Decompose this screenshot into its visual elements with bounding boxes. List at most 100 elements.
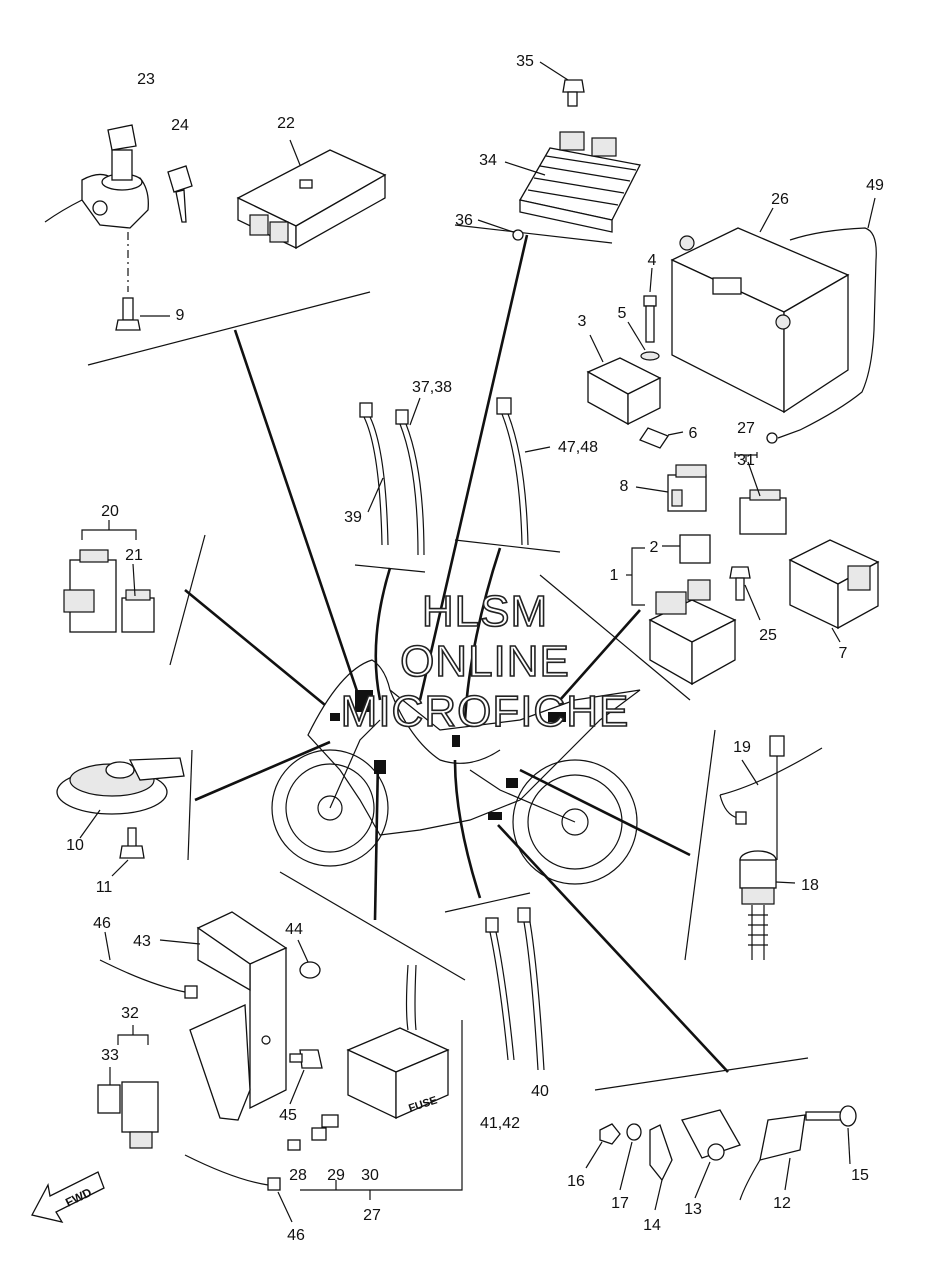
part-band-47-48[interactable] [496, 397, 551, 546]
callout-32[interactable]: 32 [121, 1005, 139, 1022]
callout-10[interactable]: 10 [66, 837, 84, 854]
callout-9[interactable]: 9 [176, 307, 185, 324]
part-fuse-box[interactable]: FUSE [346, 964, 450, 1120]
callout-12[interactable]: 12 [773, 1195, 791, 1212]
part-relay-unit-20[interactable] [63, 520, 137, 633]
callout-3738[interactable]: 37,38 [412, 379, 452, 396]
part-fuse-30[interactable] [321, 1114, 339, 1128]
callout-39[interactable]: 39 [344, 509, 362, 526]
part-band-40[interactable] [517, 907, 545, 1071]
callout-36[interactable]: 36 [455, 212, 473, 229]
part-lever-12[interactable] [739, 1114, 806, 1201]
callout-31[interactable]: 31 [737, 452, 755, 469]
part-bracket-6[interactable] [639, 427, 684, 449]
bracket-27-31 [734, 452, 758, 462]
part-relay-8[interactable] [635, 464, 707, 512]
part-battery[interactable] [670, 207, 850, 414]
callout-34[interactable]: 34 [479, 152, 497, 169]
part-band-41-42[interactable] [485, 917, 515, 1061]
callout-16[interactable]: 16 [567, 1173, 585, 1190]
part-bolt-35[interactable] [539, 61, 585, 107]
part-battery-cable[interactable] [766, 197, 877, 444]
callout-11[interactable]: 11 [96, 879, 113, 896]
callout-4[interactable]: 4 [648, 252, 657, 269]
part-bolt-45[interactable] [289, 1049, 323, 1105]
callout-14[interactable]: 14 [643, 1217, 661, 1234]
part-band-46-bottom[interactable] [184, 1154, 293, 1223]
part-flasher-7[interactable] [788, 539, 880, 643]
callout-44[interactable]: 44 [285, 921, 303, 938]
callout-21[interactable]: 21 [125, 547, 143, 564]
callout-23[interactable]: 23 [137, 71, 155, 88]
part-nut-36[interactable] [477, 219, 524, 241]
callout-13[interactable]: 13 [684, 1201, 702, 1218]
callout-5[interactable]: 5 [618, 305, 627, 322]
part-fuse-29[interactable] [311, 1127, 327, 1141]
callout-28[interactable]: 28 [289, 1167, 307, 1184]
callout-35[interactable]: 35 [516, 53, 534, 70]
callout-1[interactable]: 1 [610, 567, 619, 584]
callout-6[interactable]: 6 [689, 425, 698, 442]
part-relay-3[interactable] [586, 334, 662, 426]
part-fuse-2[interactable] [662, 534, 711, 564]
callout-46a[interactable]: 46 [93, 915, 111, 932]
callout-30[interactable]: 30 [361, 1167, 379, 1184]
part-lead-19[interactable] [719, 735, 823, 860]
part-nut-16[interactable] [585, 1123, 621, 1169]
part-bracket-13[interactable] [681, 1109, 741, 1199]
callout-7[interactable]: 7 [839, 645, 848, 662]
part-band-39[interactable] [359, 402, 389, 546]
callout-17[interactable]: 17 [611, 1195, 629, 1212]
callout-3[interactable]: 3 [578, 313, 587, 330]
callout-45[interactable]: 45 [279, 1107, 297, 1124]
callout-4748[interactable]: 47,48 [558, 439, 598, 456]
callout-33[interactable]: 33 [101, 1047, 119, 1064]
callout-19[interactable]: 19 [733, 739, 751, 756]
part-relay-21[interactable] [121, 563, 155, 633]
callout-43[interactable]: 43 [133, 933, 151, 950]
watermark-line-1: HLSM [422, 587, 548, 636]
callout-8[interactable]: 8 [620, 478, 629, 495]
part-washer-5[interactable] [627, 321, 660, 361]
callout-49[interactable]: 49 [866, 177, 884, 194]
callout-4142[interactable]: 41,42 [480, 1115, 520, 1132]
callout-18[interactable]: 18 [801, 877, 819, 894]
part-ecu[interactable] [236, 139, 387, 250]
callout-20[interactable]: 20 [101, 503, 119, 520]
part-screw-25[interactable] [729, 566, 761, 621]
callout-15[interactable]: 15 [851, 1167, 869, 1184]
part-horn[interactable] [56, 757, 185, 839]
part-bolt-11[interactable] [111, 827, 145, 877]
part-plate-14[interactable] [649, 1124, 673, 1211]
part-key[interactable] [167, 165, 193, 223]
callout-26[interactable]: 26 [771, 191, 789, 208]
callout-22[interactable]: 22 [277, 115, 295, 132]
part-starter-relay-1[interactable] [626, 547, 737, 686]
part-connector-33[interactable] [97, 1067, 121, 1114]
part-rectifier-regulator[interactable] [504, 131, 641, 233]
watermark: HLSM ONLINE MICROFICHE [340, 586, 629, 737]
callout-27b[interactable]: 27 [363, 1207, 381, 1224]
part-ignition-switch[interactable] [44, 124, 149, 292]
part-relay-31[interactable] [739, 461, 787, 535]
part-fuse-28[interactable] [287, 1139, 301, 1151]
callout-40[interactable]: 40 [531, 1083, 549, 1100]
callout-27a[interactable]: 27 [737, 420, 755, 437]
part-band-46-top[interactable] [99, 931, 198, 999]
part-neutral-switch-18[interactable] [739, 850, 796, 960]
part-band-37-38[interactable] [395, 397, 425, 556]
callout-24[interactable]: 24 [171, 117, 189, 134]
callout-29[interactable]: 29 [327, 1167, 345, 1184]
part-relay-32[interactable] [117, 1025, 159, 1149]
callout-2[interactable]: 2 [650, 539, 659, 556]
divider-horn-group [187, 749, 193, 861]
part-collar-17[interactable] [619, 1123, 642, 1191]
part-grommet-44[interactable] [297, 939, 321, 979]
part-bracket-43[interactable] [159, 911, 288, 1121]
part-bolt-9[interactable] [115, 297, 170, 331]
callout-25[interactable]: 25 [759, 627, 777, 644]
part-bolt-15[interactable] [805, 1105, 857, 1165]
callout-46b[interactable]: 46 [287, 1227, 305, 1244]
part-bolt-4[interactable] [643, 267, 657, 343]
